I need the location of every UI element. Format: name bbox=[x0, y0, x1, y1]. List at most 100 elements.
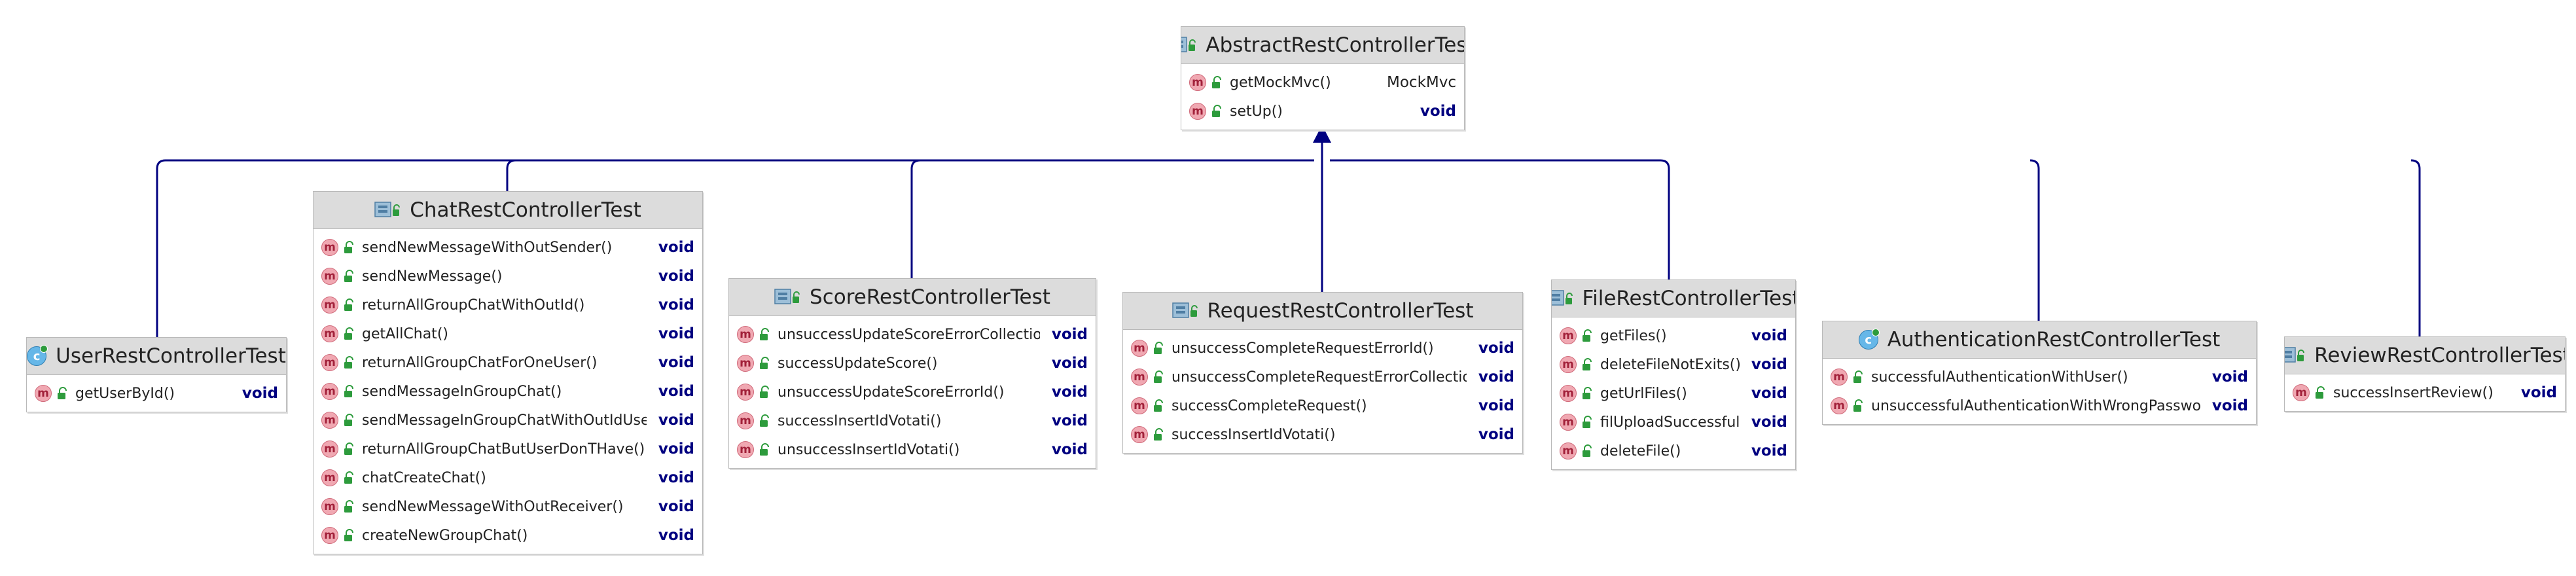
method-m-icon: m bbox=[321, 383, 338, 400]
method-return-type: void bbox=[658, 527, 694, 544]
method-list: m successInsertReview() void bbox=[2285, 374, 2565, 411]
public-lock-icon bbox=[760, 386, 769, 398]
method-return-type: void bbox=[1051, 384, 1088, 401]
method-name: sendMessageInGroupChatWithOutIdUser() bbox=[362, 412, 647, 429]
method-return-type: void bbox=[241, 385, 278, 402]
edge-chat-to-abstract bbox=[506, 159, 516, 191]
abstract-class-icon bbox=[1181, 37, 1196, 52]
class-name: ChatRestControllerTest bbox=[410, 198, 641, 222]
abstract-class-icon bbox=[774, 289, 800, 304]
method-list: m sendNewMessageWithOutSender() void m s… bbox=[313, 229, 702, 554]
method-return-type: void bbox=[1751, 385, 1787, 402]
method-name: getUrlFiles() bbox=[1600, 385, 1687, 402]
method-row: m sendNewMessage() void bbox=[313, 262, 702, 291]
method-m-icon: m bbox=[321, 268, 338, 285]
public-lock-icon bbox=[760, 357, 769, 369]
chat-rest-controller-test-class[interactable]: ChatRestControllerTest m sendNewMessageW… bbox=[313, 191, 703, 554]
method-row: m getFiles() void bbox=[1552, 321, 1795, 350]
public-lock-icon bbox=[760, 328, 769, 340]
public-lock-icon bbox=[344, 298, 353, 311]
inheritance-arrowhead bbox=[1313, 125, 1331, 143]
method-row: m successUpdateScore() void bbox=[729, 349, 1096, 378]
method-list: m getMockMvc() MockMvc m setUp() void bbox=[1181, 64, 1464, 130]
method-row: m setUp() void bbox=[1181, 97, 1464, 126]
method-m-icon: m bbox=[321, 527, 338, 544]
public-lock-icon bbox=[1212, 76, 1221, 88]
method-return-type: void bbox=[658, 354, 694, 371]
method-name: successInsertReview() bbox=[2333, 384, 2494, 401]
method-return-type: void bbox=[1751, 327, 1787, 344]
method-row: m chatCreateChat() void bbox=[313, 463, 702, 492]
class-header: ScoreRestControllerTest bbox=[729, 279, 1096, 316]
public-lock-icon bbox=[1212, 105, 1221, 117]
public-lock-icon bbox=[344, 414, 353, 426]
method-m-icon: m bbox=[1560, 385, 1577, 402]
score-rest-controller-test-class[interactable]: ScoreRestControllerTest m unsuccessUpdat… bbox=[728, 278, 1096, 469]
method-return-type: void bbox=[658, 268, 694, 285]
method-return-type: void bbox=[658, 412, 694, 429]
method-m-icon: m bbox=[1831, 369, 1848, 386]
method-m-icon: m bbox=[321, 441, 338, 458]
method-name: successInsertIdVotati() bbox=[778, 412, 942, 429]
class-name: UserRestControllerTest bbox=[56, 344, 286, 368]
method-name: getUserById() bbox=[75, 385, 175, 402]
method-return-type: void bbox=[1478, 397, 1514, 414]
method-name: unsuccessUpdateScoreErrorCollection() bbox=[778, 326, 1040, 343]
method-m-icon: m bbox=[321, 297, 338, 314]
method-return-type: void bbox=[658, 297, 694, 314]
method-row: m successfulAuthenticationWithUser() voi… bbox=[1823, 363, 2256, 391]
file-rest-controller-test-class[interactable]: FileRestControllerTest m getFiles() void… bbox=[1551, 279, 1796, 470]
method-row: m sendNewMessageWithOutSender() void bbox=[313, 233, 702, 262]
method-m-icon: m bbox=[1131, 397, 1148, 414]
method-m-icon: m bbox=[35, 385, 52, 402]
method-return-type: void bbox=[658, 469, 694, 486]
public-lock-icon bbox=[1154, 399, 1163, 412]
method-return-type: void bbox=[2211, 397, 2248, 414]
method-row: m successCompleteRequest() void bbox=[1123, 391, 1522, 420]
public-lock-icon bbox=[344, 385, 353, 397]
class-header: RequestRestControllerTest bbox=[1123, 293, 1522, 330]
method-row: m returnAllGroupChatWithOutId() void bbox=[313, 291, 702, 319]
class-header: ReviewRestControllerTest bbox=[2285, 337, 2565, 374]
method-name: unsuccessfulAuthenticationWithWrongPassw… bbox=[1871, 397, 2200, 414]
method-row: m unsuccessUpdateScoreErrorCollection() … bbox=[729, 320, 1096, 349]
method-m-icon: m bbox=[737, 412, 754, 429]
method-name: sendNewMessageWithOutSender() bbox=[362, 239, 613, 256]
public-lock-icon bbox=[760, 414, 769, 427]
method-list: m unsuccessCompleteRequestErrorId() void… bbox=[1123, 330, 1522, 453]
method-row: m unsuccessUpdateScoreErrorId() void bbox=[729, 378, 1096, 406]
class-header: FileRestControllerTest bbox=[1552, 280, 1795, 317]
method-m-icon: m bbox=[321, 354, 338, 371]
method-row: m unsuccessCompleteRequestErrorCollectio… bbox=[1123, 363, 1522, 391]
method-row: m getAllChat() void bbox=[313, 319, 702, 348]
method-name: successCompleteRequest() bbox=[1172, 397, 1367, 414]
method-name: returnAllGroupChatWithOutId() bbox=[362, 297, 585, 314]
public-lock-icon bbox=[1583, 444, 1592, 457]
method-row: m sendMessageInGroupChat() void bbox=[313, 377, 702, 406]
method-return-type: void bbox=[1478, 340, 1514, 357]
public-lock-icon bbox=[1853, 370, 1863, 383]
method-m-icon: m bbox=[1560, 356, 1577, 373]
method-return-type: void bbox=[1420, 103, 1456, 120]
method-name: getMockMvc() bbox=[1230, 74, 1331, 91]
review-rest-controller-test-class[interactable]: ReviewRestControllerTest m successInsert… bbox=[2284, 336, 2566, 412]
method-row: m returnAllGroupChatForOneUser() void bbox=[313, 348, 702, 377]
method-name: unsuccessInsertIdVotati() bbox=[778, 441, 960, 458]
method-m-icon: m bbox=[1560, 327, 1577, 344]
public-lock-icon bbox=[344, 270, 353, 282]
method-m-icon: m bbox=[321, 325, 338, 342]
request-rest-controller-test-class[interactable]: RequestRestControllerTest m unsuccessCom… bbox=[1122, 292, 1523, 454]
method-name: deleteFile() bbox=[1600, 442, 1681, 459]
method-row: m successInsertReview() void bbox=[2285, 378, 2565, 407]
abstract-rest-controller-test-class[interactable]: AbstractRestControllerTest m getMockMvc(… bbox=[1181, 26, 1465, 130]
public-lock-icon bbox=[344, 471, 353, 484]
method-m-icon: m bbox=[1131, 426, 1148, 443]
class-name: AbstractRestControllerTest bbox=[1206, 33, 1464, 57]
method-name: returnAllGroupChatButUserDonTHave() bbox=[362, 441, 645, 458]
public-lock-icon bbox=[1583, 358, 1592, 370]
method-return-type: void bbox=[1751, 442, 1787, 459]
method-return-type: void bbox=[658, 239, 694, 256]
